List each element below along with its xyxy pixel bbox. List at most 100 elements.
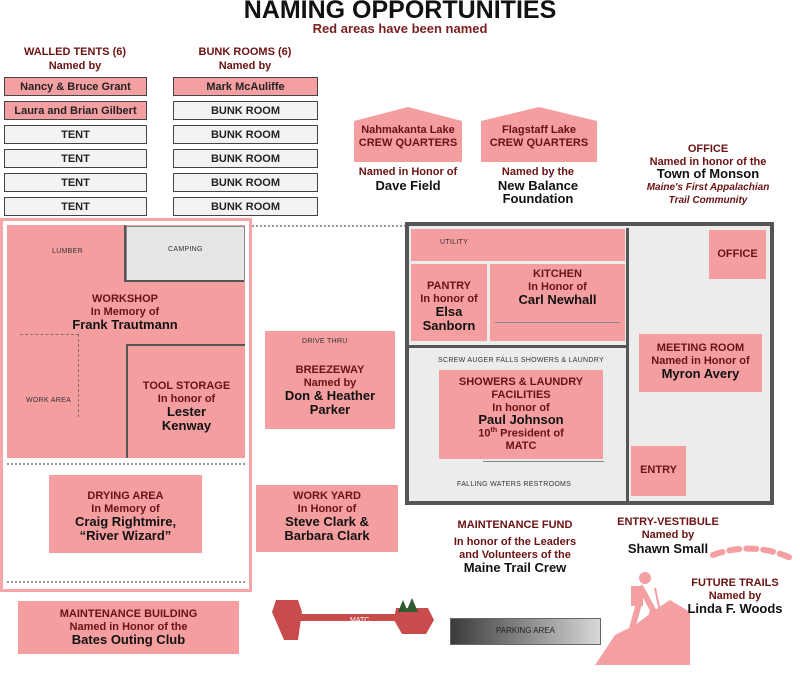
- bunk-room-5: BUNK ROOM: [173, 173, 318, 192]
- maintenance-fund-title: MAINTENANCE FUND: [457, 519, 573, 531]
- showers-honor: In honor of: [492, 402, 550, 414]
- office-note-honor: Named in honor of the: [649, 156, 767, 168]
- breezeway-title: BREEZEWAY: [295, 364, 365, 376]
- crew-quarters-1-line2: CREW QUARTERS: [358, 137, 458, 149]
- pantry-name1: Elsa: [435, 304, 463, 319]
- crew-quarters-1-name: Dave Field: [375, 178, 441, 193]
- office-area: [709, 230, 766, 279]
- crew-quarters-1-line1: Nahmakanta Lake: [361, 124, 455, 136]
- breezeway-honor: Named by: [303, 377, 357, 389]
- tent-1: Nancy & Bruce Grant: [4, 77, 147, 96]
- bunk-rooms-heading: BUNK ROOMS (6): [198, 46, 292, 58]
- pantry-name2: Sanborn: [422, 318, 476, 333]
- drying-area-name2: “River Wizard”: [79, 528, 172, 543]
- crew-quarters-2-line1: Flagstaff Lake: [502, 124, 576, 136]
- crew-quarters-2-name2: Foundation: [502, 191, 574, 206]
- drying-area-honor: In Memory of: [91, 503, 160, 515]
- showers-area: [439, 370, 603, 459]
- main-inner-wall-right: [626, 228, 629, 501]
- future-trails-title: FUTURE TRAILS: [691, 577, 779, 589]
- pantry-honor: In honor of: [420, 293, 478, 305]
- tool-storage-area: [126, 344, 245, 458]
- work-yard-name2: Barbara Clark: [284, 528, 370, 543]
- entry-vestibule-title: ENTRY-VESTIBULE: [617, 516, 719, 528]
- parking-area: [450, 618, 601, 645]
- tent-5: TENT: [4, 173, 147, 192]
- crew-quarters-1-honor: Named in Honor of: [358, 166, 458, 178]
- showers-title1: SHOWERS & LAUNDRY: [458, 376, 584, 388]
- bunk-room-2: BUNK ROOM: [173, 101, 318, 120]
- drying-area: [49, 475, 202, 553]
- meeting-room-name: Myron Avery: [661, 366, 740, 381]
- bunk-room-3: BUNK ROOM: [173, 125, 318, 144]
- entry-vestibule-honor: Named by: [641, 529, 695, 541]
- pantry-area: [411, 264, 487, 341]
- work-area-outline: [20, 334, 79, 417]
- utility-label: UTILITY: [440, 239, 469, 246]
- showers-president: President of: [497, 427, 564, 440]
- crew-quarters-2-name1: New Balance: [497, 178, 579, 193]
- crew-quarters-1-house: [354, 107, 462, 162]
- lumber-label: LUMBER: [52, 248, 83, 255]
- matc-tools-logo: MATC: [272, 598, 434, 640]
- tent-3: TENT: [4, 125, 147, 144]
- tool-storage-title: TOOL STORAGE: [142, 380, 231, 392]
- crew-quarters-2-honor: Named by the: [501, 166, 575, 178]
- drying-area-bottom: [7, 581, 245, 583]
- logo-text: MATC: [350, 617, 369, 624]
- tent-6: TENT: [4, 197, 147, 216]
- work-yard-title: WORK YARD: [293, 490, 361, 502]
- restroom-stalls: [483, 461, 604, 498]
- office-note-tag1: Maine's First Appalachian: [646, 182, 770, 193]
- workshop-title: WORKSHOP: [92, 293, 158, 305]
- meeting-room-title: MEETING ROOM: [656, 342, 745, 354]
- future-trails-honor: Named by: [708, 590, 762, 602]
- tent-2: Laura and Brian Gilbert: [4, 101, 147, 120]
- workshop-inner-wall-h: [124, 280, 244, 282]
- camping-label: CAMPING: [168, 246, 203, 253]
- work-yard-area: [256, 485, 398, 552]
- walled-tents-heading: WALLED TENTS (6): [23, 46, 127, 58]
- utility-area: [411, 229, 625, 261]
- pantry-title: PANTRY: [427, 280, 471, 292]
- future-trails-name: Linda F. Woods: [687, 601, 783, 616]
- bunk-room-1: Mark McAuliffe: [173, 77, 318, 96]
- tent-4: TENT: [4, 149, 147, 168]
- maintenance-building-label-box: [18, 601, 239, 654]
- bunk-room-6: BUNK ROOM: [173, 197, 318, 216]
- meeting-room-area: [639, 334, 762, 392]
- office-label: OFFICE: [717, 248, 758, 260]
- maintenance-building-honor: Named in Honor of the: [69, 621, 188, 633]
- tool-storage-name2: Kenway: [161, 418, 212, 433]
- maintenance-fund-honor1: In honor of the Leaders: [453, 536, 577, 548]
- meeting-room-honor: Named in Honor of: [651, 355, 750, 367]
- showers-title2: FACILITIES: [491, 389, 551, 401]
- main-inner-wall-left: [407, 345, 629, 348]
- maintenance-building-name: Bates Outing Club: [71, 632, 186, 647]
- drive-thru-label: DRIVE THRU: [302, 338, 348, 345]
- workshop-inner-wall-v: [124, 225, 126, 281]
- maintenance-fund-honor2: and Volunteers of the: [459, 549, 571, 561]
- hiker-trail-icon: [595, 545, 798, 665]
- camping-area: [126, 226, 245, 281]
- kitchen-counter: [495, 322, 620, 338]
- bunk-rooms-sub: Named by: [218, 60, 272, 72]
- maintenance-fund-name: Maine Trail Crew: [463, 560, 567, 575]
- work-yard-honor: In Honor of: [297, 503, 357, 515]
- workshop-name: Frank Trautmann: [72, 317, 178, 332]
- tool-storage-honor: In honor of: [157, 393, 216, 405]
- office-note-tag2: Trail Community: [668, 195, 748, 206]
- kitchen-title: KITCHEN: [533, 268, 582, 280]
- kitchen-area: [490, 264, 625, 341]
- screw-auger-label: SCREW AUGER FALLS SHOWERS & LAUNDRY: [438, 357, 604, 364]
- crew-quarters-2-house: [481, 107, 597, 162]
- showers-org: MATC: [505, 440, 537, 452]
- breezeway-area: [265, 331, 395, 429]
- breezeway-name1: Don & Heather: [284, 388, 376, 403]
- breezeway-name2: Parker: [309, 402, 351, 417]
- drying-area-title: DRYING AREA: [87, 490, 164, 502]
- office-note-title: OFFICE: [687, 143, 729, 155]
- maintenance-building-outline: [0, 218, 252, 592]
- kitchen-name: Carl Newhall: [518, 292, 597, 307]
- walled-tents-sub: Named by: [48, 60, 102, 72]
